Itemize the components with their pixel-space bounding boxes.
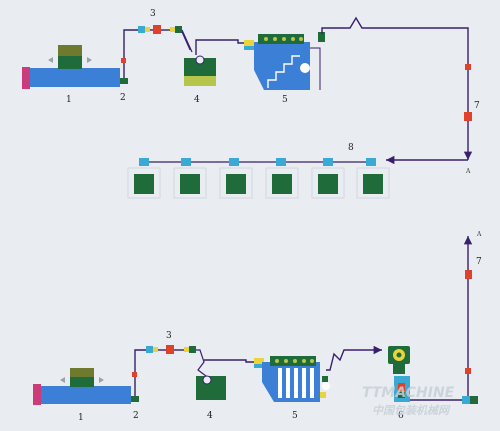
filler-unit	[311, 158, 345, 199]
bottom-label-mixer: 1	[78, 413, 84, 423]
top-label-cascade-tank: 5	[282, 95, 288, 105]
top-mixer-unit	[22, 45, 128, 89]
top-label-valves: 3	[150, 9, 156, 19]
filler-unit	[173, 158, 207, 199]
bottom-pump-unit	[388, 346, 410, 402]
filler-unit	[127, 158, 161, 199]
top-label-filler-bank: 8	[348, 143, 354, 153]
bottom-label-buffer-tank: 4	[207, 411, 213, 421]
top-label-riser: 7	[474, 101, 480, 111]
top-label-point-a: A	[465, 168, 471, 175]
bottom-label-riser: 7	[476, 257, 482, 267]
watermark-line1: TTMACHINE	[362, 385, 455, 401]
bottom-valve-group	[146, 345, 207, 377]
bottom-label-pump-unit: 6	[398, 411, 404, 421]
bottom-line: 1 2 3 4 5 6 7 A	[33, 231, 482, 423]
bottom-pipe-2	[326, 345, 382, 371]
top-pipe-1	[123, 29, 138, 78]
filler-unit	[219, 158, 253, 199]
top-label-mixer: 1	[66, 95, 72, 105]
bottom-buffer-tank	[196, 359, 256, 400]
watermark: TTMACHINE 中国包装机械网	[362, 385, 455, 417]
bottom-cascade-tank	[254, 356, 330, 402]
top-label-buffer-tank: 4	[194, 95, 200, 105]
top-valve-group	[138, 25, 193, 53]
bottom-pipe-1	[134, 349, 146, 396]
bottom-label-inlet: 2	[133, 411, 139, 421]
bottom-label-valves: 3	[166, 331, 172, 341]
top-pipe-2	[321, 16, 473, 160]
filler-unit	[265, 158, 299, 199]
top-label-inlet: 2	[120, 93, 126, 103]
top-cascade-tank	[244, 32, 325, 90]
top-filler-bank	[127, 158, 390, 199]
bottom-mixer-unit	[33, 368, 139, 405]
top-line: 1 2 3 4 5 7 8 A	[22, 9, 480, 199]
bottom-label-cascade-tank: 5	[292, 411, 298, 421]
bottom-label-point-a: A	[476, 231, 482, 238]
top-buffer-tank	[184, 39, 244, 86]
watermark-line2: 中国包装机械网	[372, 404, 451, 417]
filler-unit	[356, 158, 390, 199]
